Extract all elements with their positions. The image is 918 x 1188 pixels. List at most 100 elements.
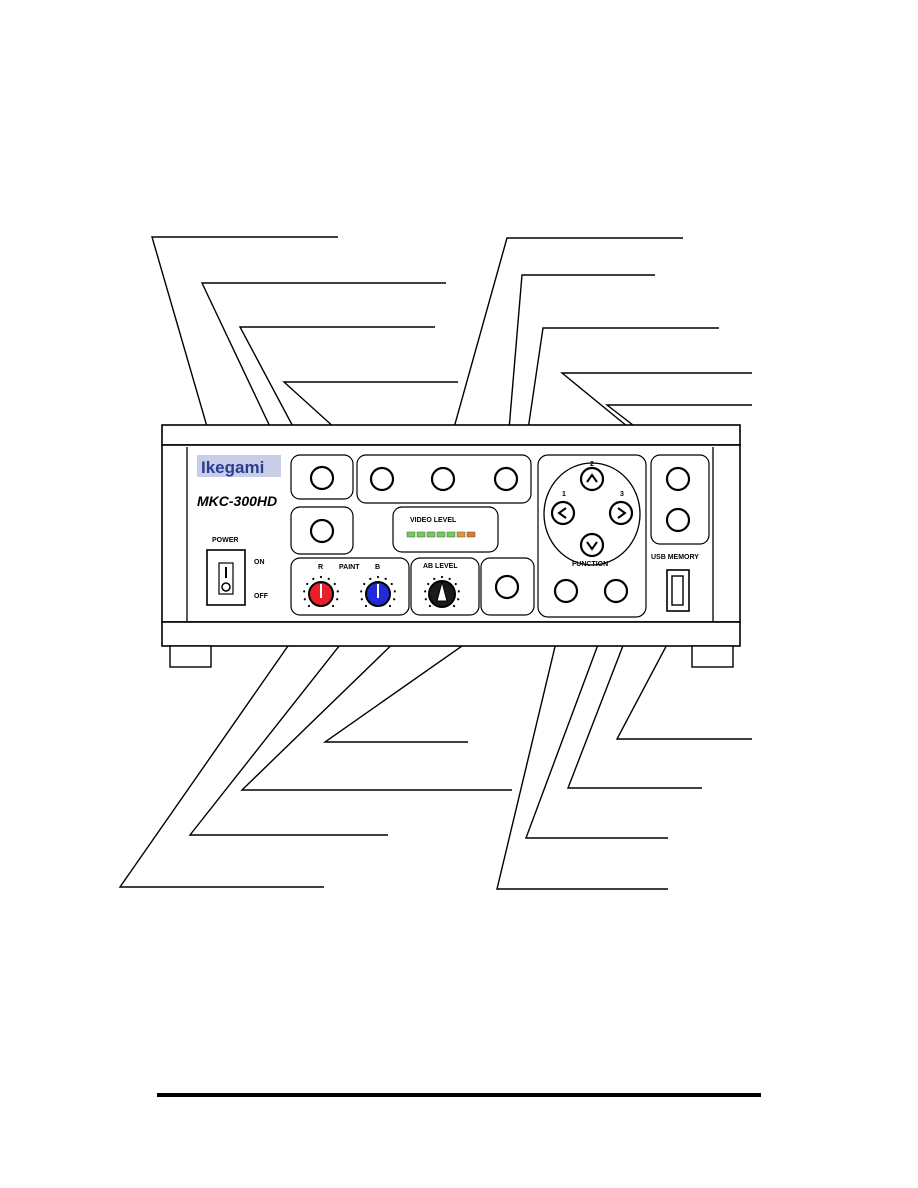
knob-tick [327,577,330,580]
function-right-button[interactable] [608,500,634,526]
knob-tick [393,590,396,593]
group-awb [290,506,354,555]
function-number-1: 1 [562,491,566,498]
model-name: MKC-300HD [197,493,277,509]
function-down-button[interactable] [579,532,605,558]
knob-tick [452,604,456,608]
group-shutter [290,454,354,500]
function-right-button-body[interactable] [608,500,634,526]
gain-button[interactable] [430,466,456,492]
knob-tick [331,604,335,608]
set-button[interactable] [603,578,629,604]
video-level-segment [466,531,476,538]
knob-tick [440,575,444,579]
menu-button[interactable] [553,578,579,604]
chassis-base [161,621,741,647]
function-number-3: 3 [620,491,624,498]
knob-tick [312,577,315,580]
foot-left [169,645,212,668]
group-auto-iris [480,557,535,616]
callout-paint-r [118,599,324,888]
function-dial-ring [543,462,641,566]
dtl-button[interactable] [493,466,519,492]
function-number-2: 2 [590,461,594,468]
paint-r-label: R [318,564,323,571]
knob-tick [376,575,380,579]
knob-tick [388,604,392,608]
shutter-button[interactable] [309,465,335,491]
knob-tick [433,577,436,580]
knob-tick [454,582,457,586]
power-off-label: OFF [254,593,269,600]
user-button-lower[interactable] [665,507,691,533]
knob-tick [319,575,323,579]
group-paint [290,557,410,616]
knob-tick [457,598,460,601]
ab-level-knob-pointer [436,580,448,602]
chevron-up-icon [586,473,598,483]
user-button-upper[interactable] [665,466,691,492]
video-level-meter [406,531,476,538]
brand-logo-box [197,455,281,477]
panel-buttons [309,465,691,604]
power-off-mark [221,582,231,592]
knob-tick [363,582,366,586]
function-up-button[interactable] [579,466,605,492]
video-level-segment [446,531,456,538]
group-function [537,454,647,618]
knob-tick [390,582,393,586]
paint-b-knob[interactable] [365,581,391,607]
group-user [650,454,710,545]
usb-slot [671,575,684,606]
auto-iris-button[interactable] [494,574,520,600]
paint-label: PAINT [339,564,360,571]
knob-tick [448,577,451,580]
knob-tick [428,604,432,608]
function-label: FUNCTION [572,561,608,568]
knob-tick [360,598,363,601]
awb-button[interactable] [309,518,335,544]
paint-r-knob[interactable] [308,581,334,607]
callout-shutter [238,326,435,467]
knob-tick [360,590,363,593]
video-level-segment [436,531,446,538]
knob-tick [424,598,427,601]
knob-tick [333,582,336,586]
callout-ab-level [240,596,512,791]
knob-tick [303,590,306,593]
group-gain [356,454,532,504]
video-level-segment [456,531,466,538]
chassis-top-face [161,424,741,446]
chevron-left-icon [557,507,567,519]
knob-tick [384,577,387,580]
video-level-segment [426,531,436,538]
callout-usb-memory [615,619,752,740]
power-on-label: ON [254,559,265,566]
function-left-button[interactable] [550,500,576,526]
function-left-button-body[interactable] [550,500,576,526]
chevron-right-icon [617,507,627,519]
knob-tick [307,604,311,608]
callout-dtl [505,274,655,466]
group-ab-level [410,557,480,616]
knob-tick-marks [303,575,460,608]
knob-tick [336,590,339,593]
page-footer-rule [157,1093,761,1097]
group-video-level [392,506,499,553]
gain-group-button-1[interactable] [369,466,395,492]
knob-tick [364,604,368,608]
function-up-button-body[interactable] [579,466,605,492]
knob-tick [306,582,309,586]
knob-tick [424,590,427,593]
callout-gain [442,237,683,468]
knob-tick [369,577,372,580]
video-level-label: VIDEO LEVEL [410,517,457,524]
video-level-segment [416,531,426,538]
knob-tick [457,590,460,593]
ab-level-knob[interactable] [428,580,456,608]
video-level-segment [406,531,416,538]
function-down-button-body[interactable] [579,532,605,558]
callout-paint-b [188,597,388,836]
paint-b-label: B [375,564,380,571]
